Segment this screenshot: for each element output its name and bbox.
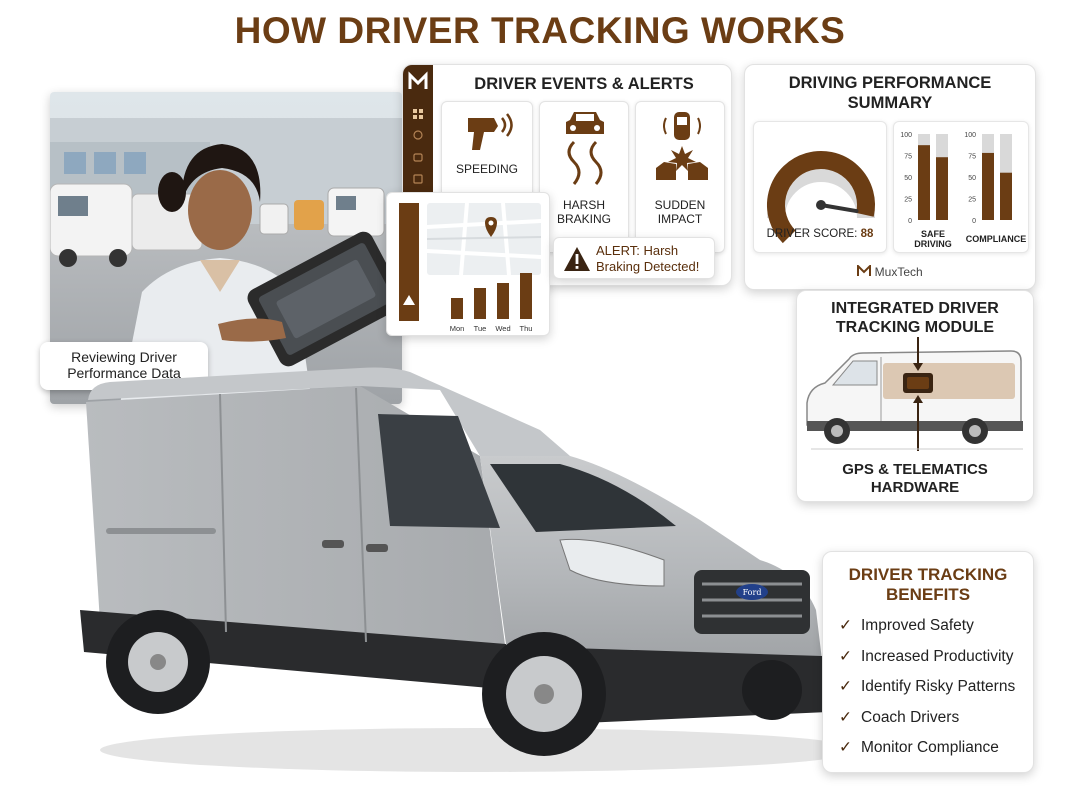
axis-tick: 25	[904, 197, 912, 204]
list-item: ✓Increased Productivity	[839, 647, 1015, 678]
benefits-title-line2: BENEFITS	[885, 585, 971, 604]
safe-driving-line2: DRIVING	[914, 239, 952, 249]
check-icon: ✓	[839, 647, 852, 665]
left-bar	[399, 203, 419, 321]
page-title: HOW DRIVER TRACKING WORKS	[234, 10, 846, 51]
benefits-list: ✓Improved Safety ✓Increased Productivity…	[839, 616, 1015, 769]
list-item: ✓Monitor Compliance	[839, 738, 1015, 769]
list-item: ✓Identify Risky Patterns	[839, 677, 1015, 708]
performance-card: DRIVING PERFORMANCE SUMMARY DRIVER SCORE…	[744, 64, 1036, 290]
clock-icon	[413, 130, 423, 140]
gauge-fill	[767, 151, 875, 244]
axis-tick: 75	[904, 154, 912, 161]
tracking-device-icon	[903, 373, 933, 393]
axis-tick: 25	[968, 197, 976, 204]
list-item: ✓Improved Safety	[839, 616, 1015, 647]
warning-icon	[403, 295, 415, 305]
driver-photo	[50, 92, 402, 404]
alert-triangle-icon	[564, 247, 590, 271]
event-impact-line2: IMPACT	[657, 212, 703, 226]
alert-line2: Braking Detected!	[596, 259, 700, 274]
tablet-screen-card: Mon Tue Wed Thu	[386, 192, 550, 336]
event-sudden-impact: SUDDEN IMPACT	[635, 101, 725, 253]
event-braking-line2: BRAKING	[556, 212, 611, 226]
events-title: DRIVER EVENTS & ALERTS	[474, 75, 694, 93]
photo-caption-line1: Reviewing Driver	[71, 349, 177, 365]
axis-tick: 0	[908, 218, 912, 225]
perf-title-line2: SUMMARY	[847, 94, 933, 112]
brand-footer: MuxTech	[745, 263, 1035, 279]
event-impact-line1: SUDDEN	[654, 198, 706, 212]
bar-fill	[1000, 172, 1012, 220]
collision-icon	[656, 112, 708, 180]
mini-bar-wed	[497, 283, 509, 319]
muxtech-logo-icon	[408, 71, 428, 89]
van-diagram	[806, 337, 1023, 451]
axis-tick: 75	[968, 154, 976, 161]
compliance-label: COMPLIANCE	[965, 234, 1027, 244]
mini-bar-thu	[520, 273, 532, 319]
van-illustration: Ford	[80, 367, 840, 772]
axis-tick: 50	[904, 175, 912, 182]
photo-caption-line2: Performance Data	[67, 365, 181, 381]
bar-fill	[982, 152, 994, 220]
mini-day-label: Wed	[495, 324, 510, 333]
axis-tick: 0	[972, 218, 976, 225]
module-foot-line2: HARDWARE	[870, 479, 960, 496]
bar-fill	[918, 145, 930, 220]
mini-bar-tue	[474, 288, 486, 319]
ford-badge	[736, 584, 768, 600]
module-title-line1: INTEGRATED DRIVER	[831, 300, 999, 317]
event-harsh-braking: HARSH BRAKING	[539, 101, 629, 253]
bar-fill	[936, 157, 948, 220]
map-pin-icon	[485, 217, 497, 237]
alert-banner: ALERT: Harsh Braking Detected!	[553, 237, 715, 279]
document-icon	[413, 174, 423, 184]
mini-day-label: Mon	[450, 324, 465, 333]
gauge-needle	[819, 203, 859, 214]
benefits-title-line1: DRIVER TRACKING	[848, 565, 1008, 584]
axis-tick: 100	[964, 132, 976, 139]
axis-tick: 100	[900, 132, 912, 139]
driver-score-gauge: DRIVER SCORE: 88	[753, 121, 887, 253]
check-icon: ✓	[839, 678, 852, 695]
speed-gun-icon	[468, 113, 513, 150]
brand-name: MuxTech	[874, 265, 923, 279]
ford-badge-text: Ford	[743, 588, 762, 597]
mini-bar-mon	[451, 298, 463, 319]
skid-car-icon	[566, 112, 604, 185]
dashboard-icon	[413, 109, 423, 119]
axis-tick: 50	[968, 175, 976, 182]
mini-day-label: Thu	[520, 324, 533, 333]
bar-charts-panel: 100 75 50 25 0 100 75 50 25 0 SAFE DRIVING COMPL…	[893, 121, 1029, 253]
benefits-card: DRIVER TRACKING BENEFITS ✓Improved Safet…	[822, 551, 1034, 773]
mini-day-label: Tue	[474, 324, 487, 333]
module-foot-line1: GPS & TELEMATICS	[842, 461, 988, 478]
score-label: DRIVER SCORE:	[766, 228, 858, 240]
perf-title-line1: DRIVING PERFORMANCE	[788, 74, 992, 92]
score-value: 88	[860, 228, 874, 240]
muxtech-logo-icon	[857, 263, 872, 276]
event-braking-line1: HARSH	[562, 198, 605, 212]
check-icon: ✓	[839, 617, 852, 634]
check-icon: ✓	[839, 739, 852, 756]
camera-icon	[413, 153, 423, 162]
tracking-module-card: INTEGRATED DRIVER TRACKING MODULE GPS & …	[796, 290, 1034, 502]
event-speeding-label: SPEEDING	[455, 162, 518, 176]
list-item: ✓Coach Drivers	[839, 708, 1015, 739]
module-title-line2: TRACKING MODULE	[835, 319, 995, 336]
check-icon: ✓	[839, 708, 852, 726]
alert-line1: ALERT: Harsh	[596, 243, 679, 258]
safe-driving-line1: SAFE	[920, 229, 945, 239]
